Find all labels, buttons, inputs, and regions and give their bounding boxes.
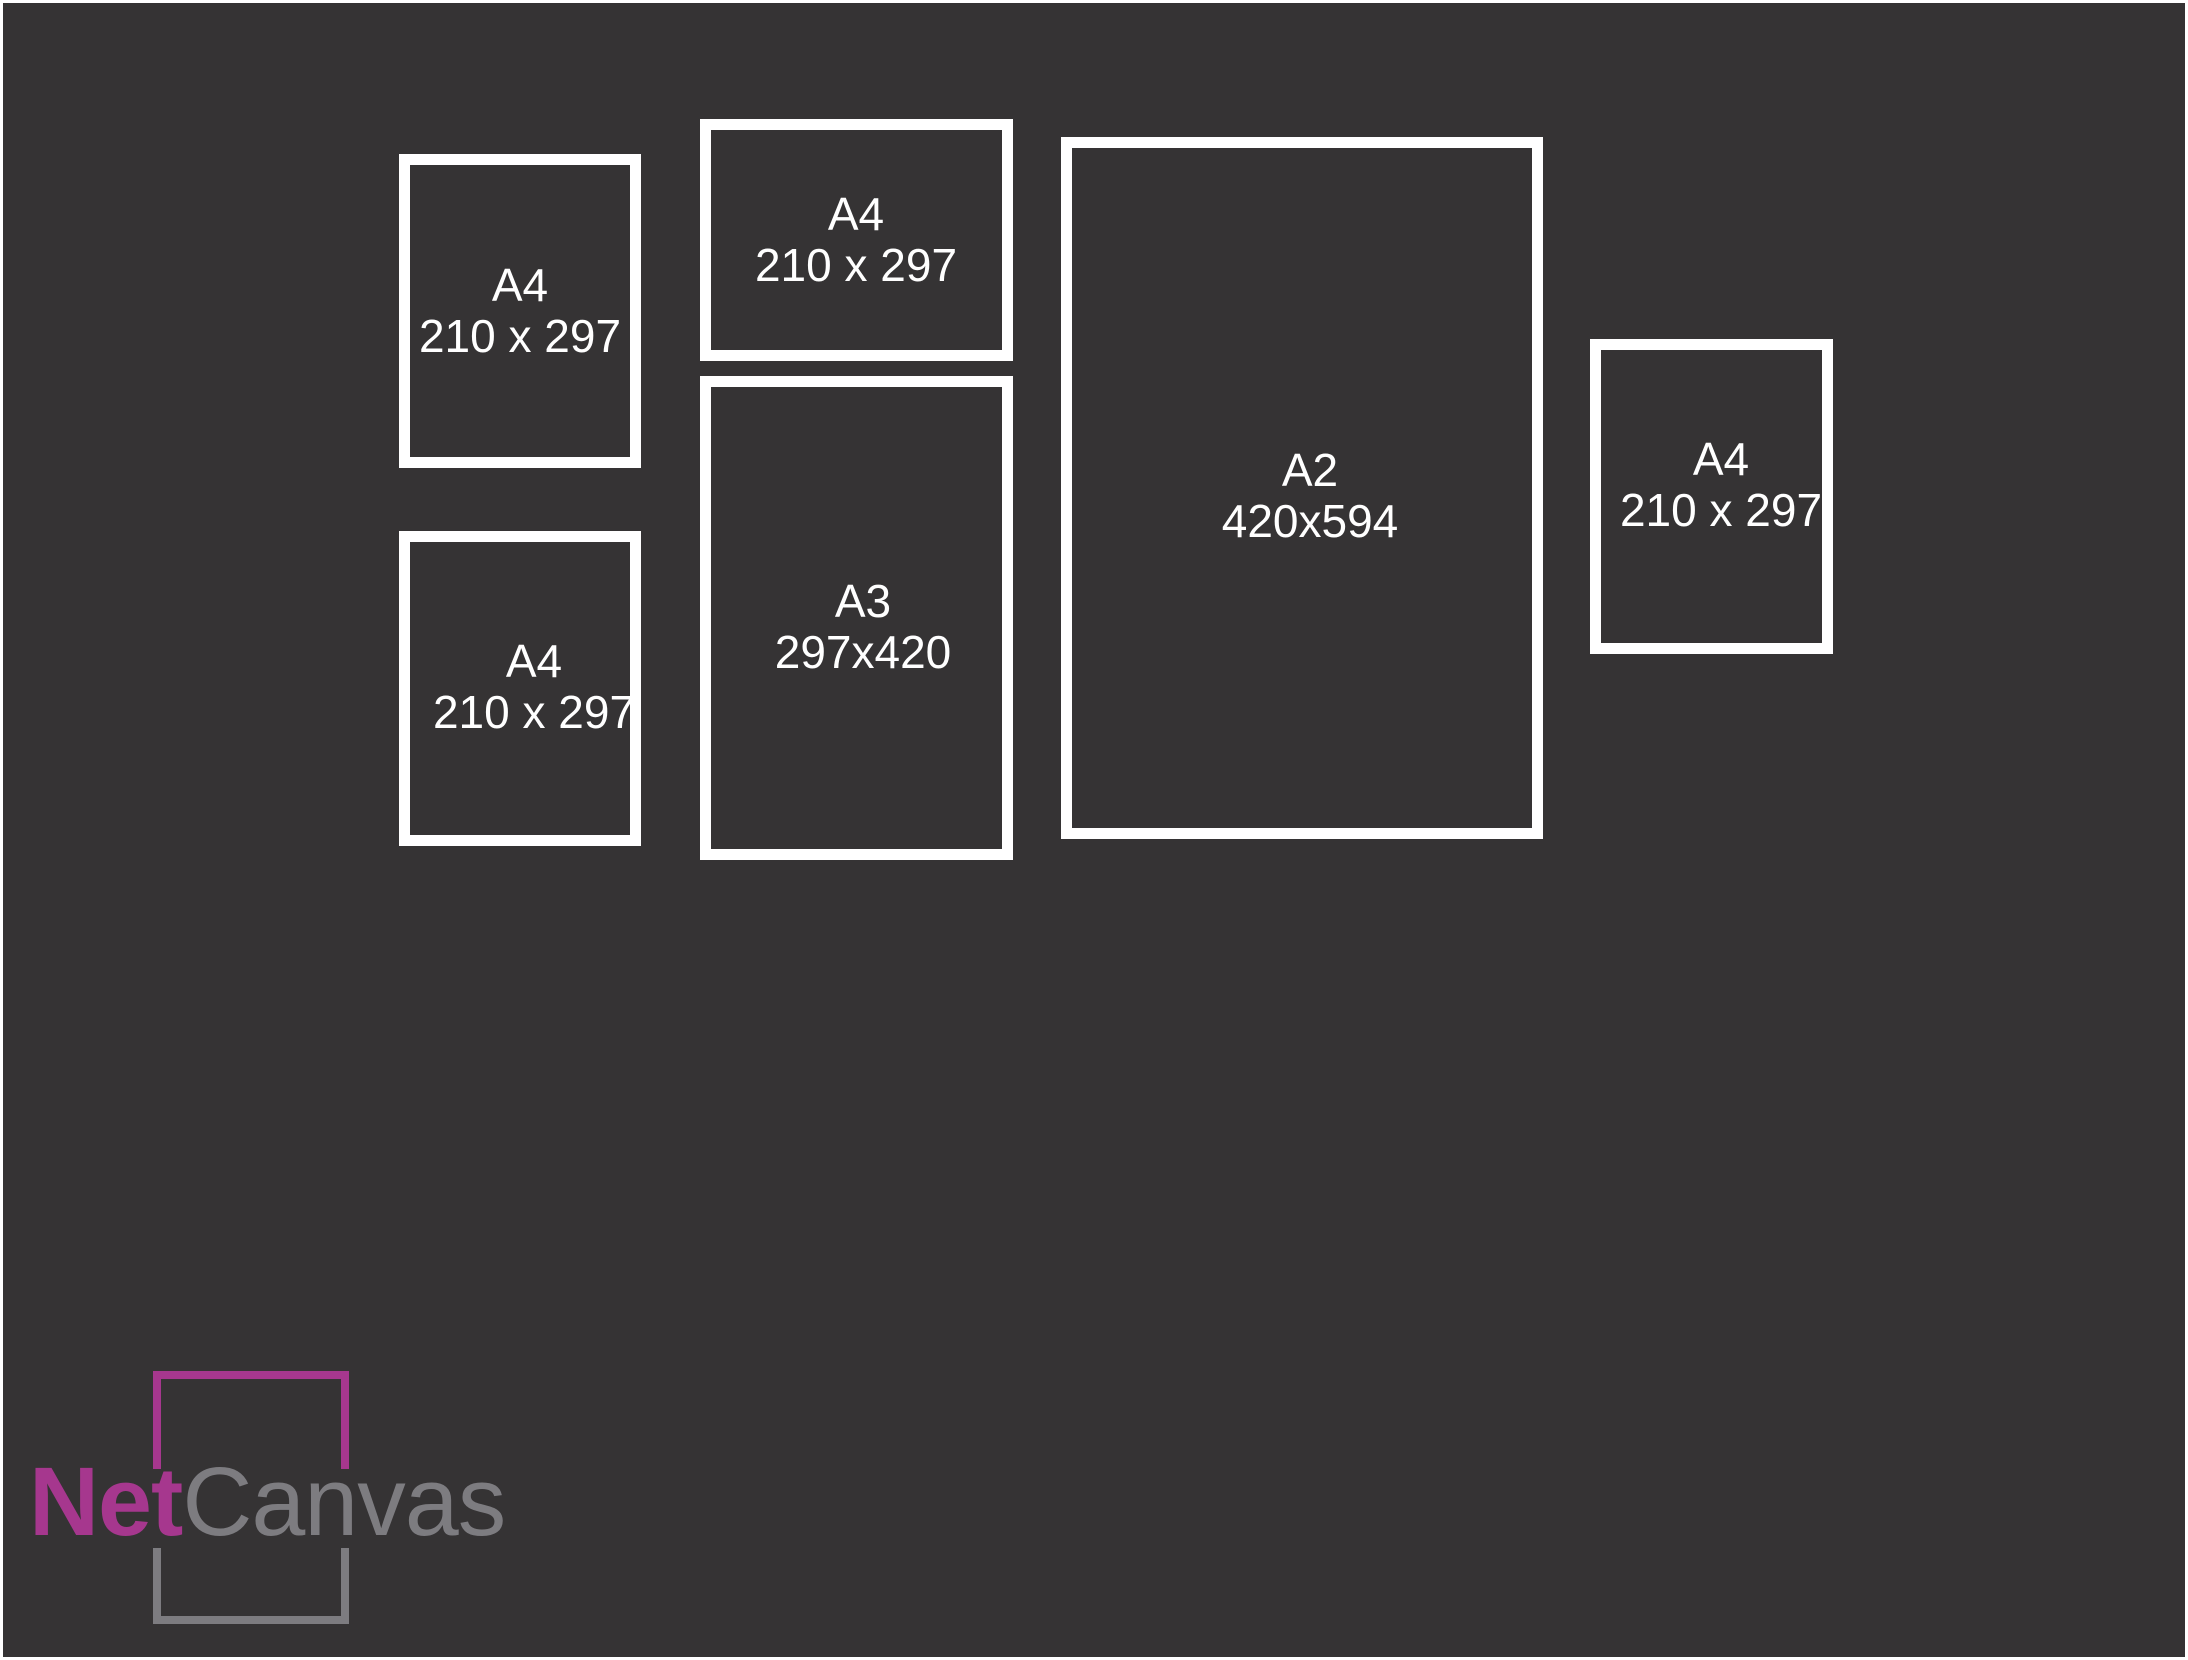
frame-dims-label: 210 x 297 xyxy=(418,310,622,362)
logo-frame-icon-bottom xyxy=(153,1548,349,1624)
frame-size-label: A2 xyxy=(1281,444,1339,496)
frame-dims-label: 297x420 xyxy=(774,626,952,678)
netcanvas-logo: NetCanvas xyxy=(29,1447,506,1557)
frame-size-label: A4 xyxy=(505,635,563,687)
frame-dims-label: 210 x 297 xyxy=(432,686,636,738)
frame-dims-label: 210 x 297 xyxy=(1619,484,1823,536)
label-a4-bottom-left: A4 210 x 297 xyxy=(433,636,635,738)
logo-text-canvas: Canvas xyxy=(182,1447,506,1556)
frame-dims-label: 210 x 297 xyxy=(754,239,958,291)
frame-a2-large xyxy=(1061,137,1543,839)
frame-a3-middle xyxy=(700,376,1013,860)
frame-size-label: A4 xyxy=(827,188,885,240)
frame-size-label: A4 xyxy=(491,259,549,311)
label-a4-top-left: A4 210 x 297 xyxy=(419,260,621,362)
frame-a4-right xyxy=(1590,339,1833,654)
label-a4-right: A4 210 x 297 xyxy=(1620,434,1822,536)
frame-dims-label: 420x594 xyxy=(1221,495,1399,547)
logo-text-net: Net xyxy=(29,1447,183,1556)
label-a4-top-middle: A4 210 x 297 xyxy=(755,189,957,291)
frame-size-label: A4 xyxy=(1692,433,1750,485)
frame-a4-top-left xyxy=(399,154,641,468)
label-a3-middle: A3 297x420 xyxy=(775,576,952,678)
frame-a4-bottom-left xyxy=(399,531,641,846)
label-a2-large: A2 420x594 xyxy=(1222,445,1399,547)
logo-frame-icon-top xyxy=(153,1371,349,1469)
frame-a4-top-middle xyxy=(700,119,1013,361)
frame-size-label: A3 xyxy=(834,575,892,627)
